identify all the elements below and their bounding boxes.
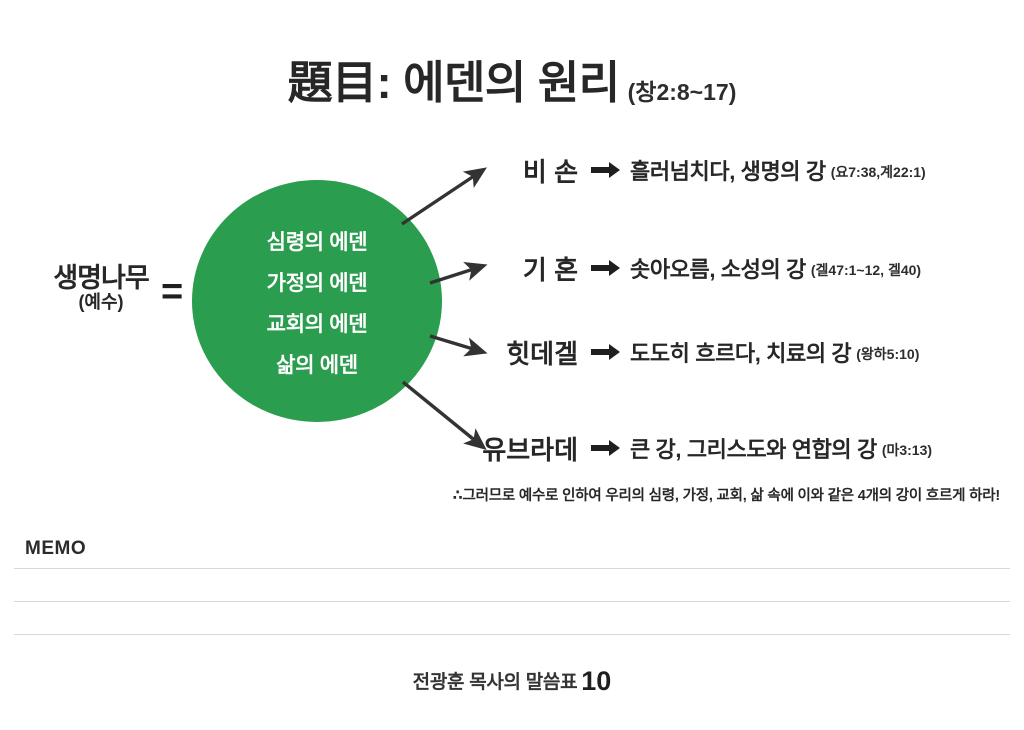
branch-row: 기 혼 솟아오름, 소성의 강 (겔47:1~12, 겔40) — [440, 248, 1024, 288]
branch-row: 비 손 흘러넘치다, 생명의 강 (요7:38,계22:1) — [440, 150, 1024, 190]
branch-name-1: 비 손 — [522, 156, 578, 187]
slide-title: 題目: 에덴의 원리(창2:8~17) — [0, 46, 1024, 111]
branch-name-2: 기 혼 — [522, 254, 578, 285]
equals-sign: = — [161, 271, 184, 313]
branch-description-2: 솟아오름, 소성의 강 — [630, 257, 806, 282]
branch-description-3: 도도히 흐르다, 치료의 강 — [630, 341, 852, 366]
branch-row: 유브라데 큰 강, 그리스도와 연합의 강 (마3:13) — [440, 428, 1024, 468]
branch-row: 힛데겔 도도히 흐르다, 치료의 강 (왕하5:10) — [440, 332, 1024, 372]
eden-circle: 심령의 에덴 가정의 에덴 교회의 에덴 삶의 에덴 — [192, 180, 442, 422]
footer-source-text: 전광훈 목사의 말씀표 — [412, 672, 578, 693]
branch-reference-2: (겔47:1~12, 겔40) — [810, 262, 922, 278]
branch-name-3: 힛데겔 — [506, 338, 578, 369]
title-main-text: 題目: 에덴의 원리 — [287, 57, 621, 108]
memo-line — [14, 634, 1010, 635]
right-arrow-icon — [582, 256, 630, 279]
tree-of-life-label: 생명나무 (예수) — [36, 264, 166, 312]
right-arrow-icon — [582, 436, 630, 459]
circle-line-2: 가정의 에덴 — [266, 272, 368, 295]
right-arrow-icon — [582, 158, 630, 181]
circle-line-1: 심령의 에덴 — [266, 231, 368, 254]
memo-line — [14, 568, 1010, 569]
right-arrow-icon — [582, 340, 630, 363]
tree-of-life-main-text: 생명나무 — [53, 263, 149, 293]
branch-reference-1: (요7:38,계22:1) — [830, 164, 926, 180]
page-number: 10 — [581, 666, 612, 696]
branch-reference-3: (왕하5:10) — [856, 346, 920, 362]
branch-name-4: 유브라데 — [482, 434, 578, 465]
branch-description-4: 큰 강, 그리스도와 연합의 강 — [630, 437, 877, 462]
memo-line — [14, 601, 1010, 602]
circle-line-3: 교회의 에덴 — [266, 313, 368, 336]
circle-line-4: 삶의 에덴 — [276, 354, 358, 377]
branch-reference-4: (마3:13) — [881, 442, 933, 458]
title-scripture-reference: (창2:8~17) — [627, 79, 737, 105]
conclusion-text: ∴그러므로 예수로 인하여 우리의 심령, 가정, 교회, 삶 속에 이와 같은… — [452, 488, 1001, 504]
tree-of-life-sub-text: (예수) — [78, 292, 124, 313]
memo-label: MEMO — [25, 538, 87, 559]
branch-description-1: 흘러넘치다, 생명의 강 — [630, 159, 826, 184]
